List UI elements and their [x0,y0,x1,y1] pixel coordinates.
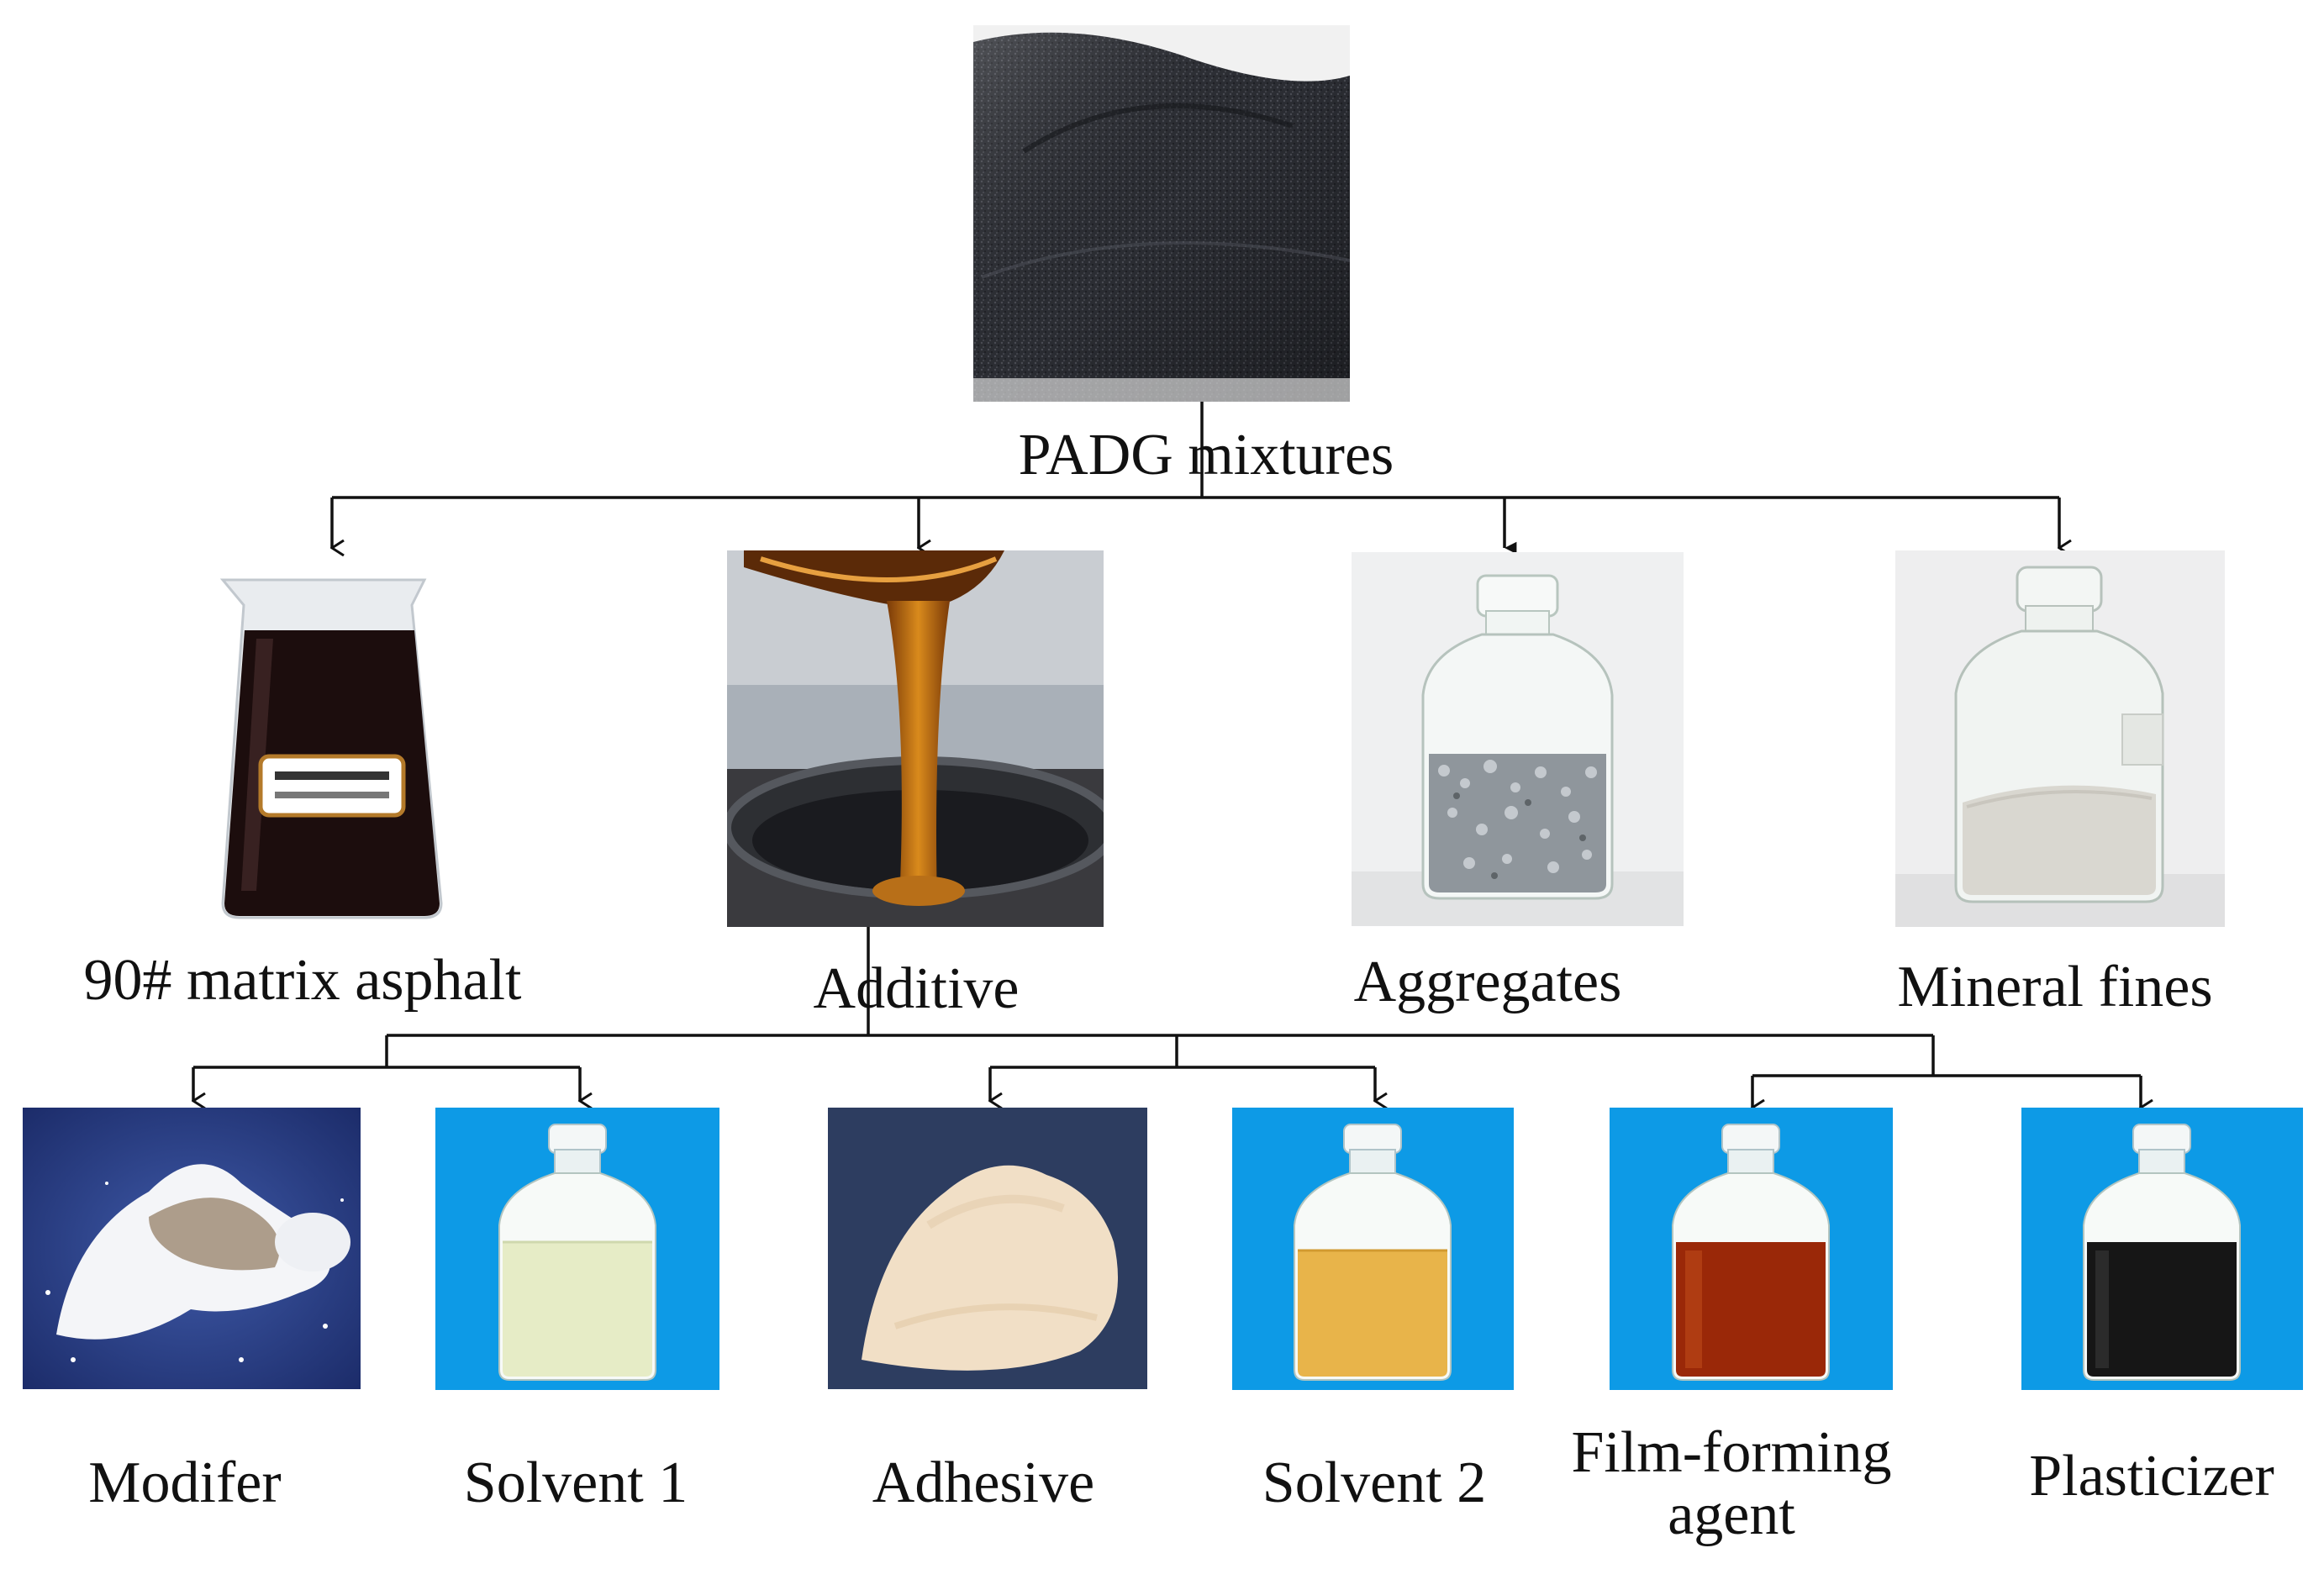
film-forming-agent-bottle-photo [1610,1108,1893,1390]
padg-mixtures-label: PADG mixtures [1018,423,1394,487]
solvent-1-bottle-photo [435,1108,719,1390]
modifer-label: Modifer [88,1450,282,1515]
additive-label: Additive [813,956,1020,1021]
adhesive-powder-photo [828,1108,1147,1389]
film-forming-agent-label: Film-forming agent [1571,1420,1892,1547]
mineral-fines-jar-photo [1895,550,2225,927]
padg-mixture-photo [973,25,1350,402]
plasticizer-bottle-photo [2021,1108,2303,1390]
solvent-2-label: Solvent 2 [1262,1450,1487,1515]
solvent-2-bottle-photo [1232,1108,1514,1390]
modifer-granules-photo [23,1108,361,1389]
pouring-additive-photo [727,550,1104,927]
plasticizer-label: Plasticizer [2029,1444,2274,1508]
aggregates-jar-photo [1352,552,1684,926]
mineral-fines-label: Mineral fines [1897,955,2213,1019]
matrix-asphalt-label: 90# matrix asphalt [83,948,522,1013]
solvent-1-label: Solvent 1 [463,1450,688,1515]
asphalt-beaker-photo [198,571,466,924]
aggregates-label: Aggregates [1353,950,1622,1014]
adhesive-label: Adhesive [872,1450,1095,1515]
